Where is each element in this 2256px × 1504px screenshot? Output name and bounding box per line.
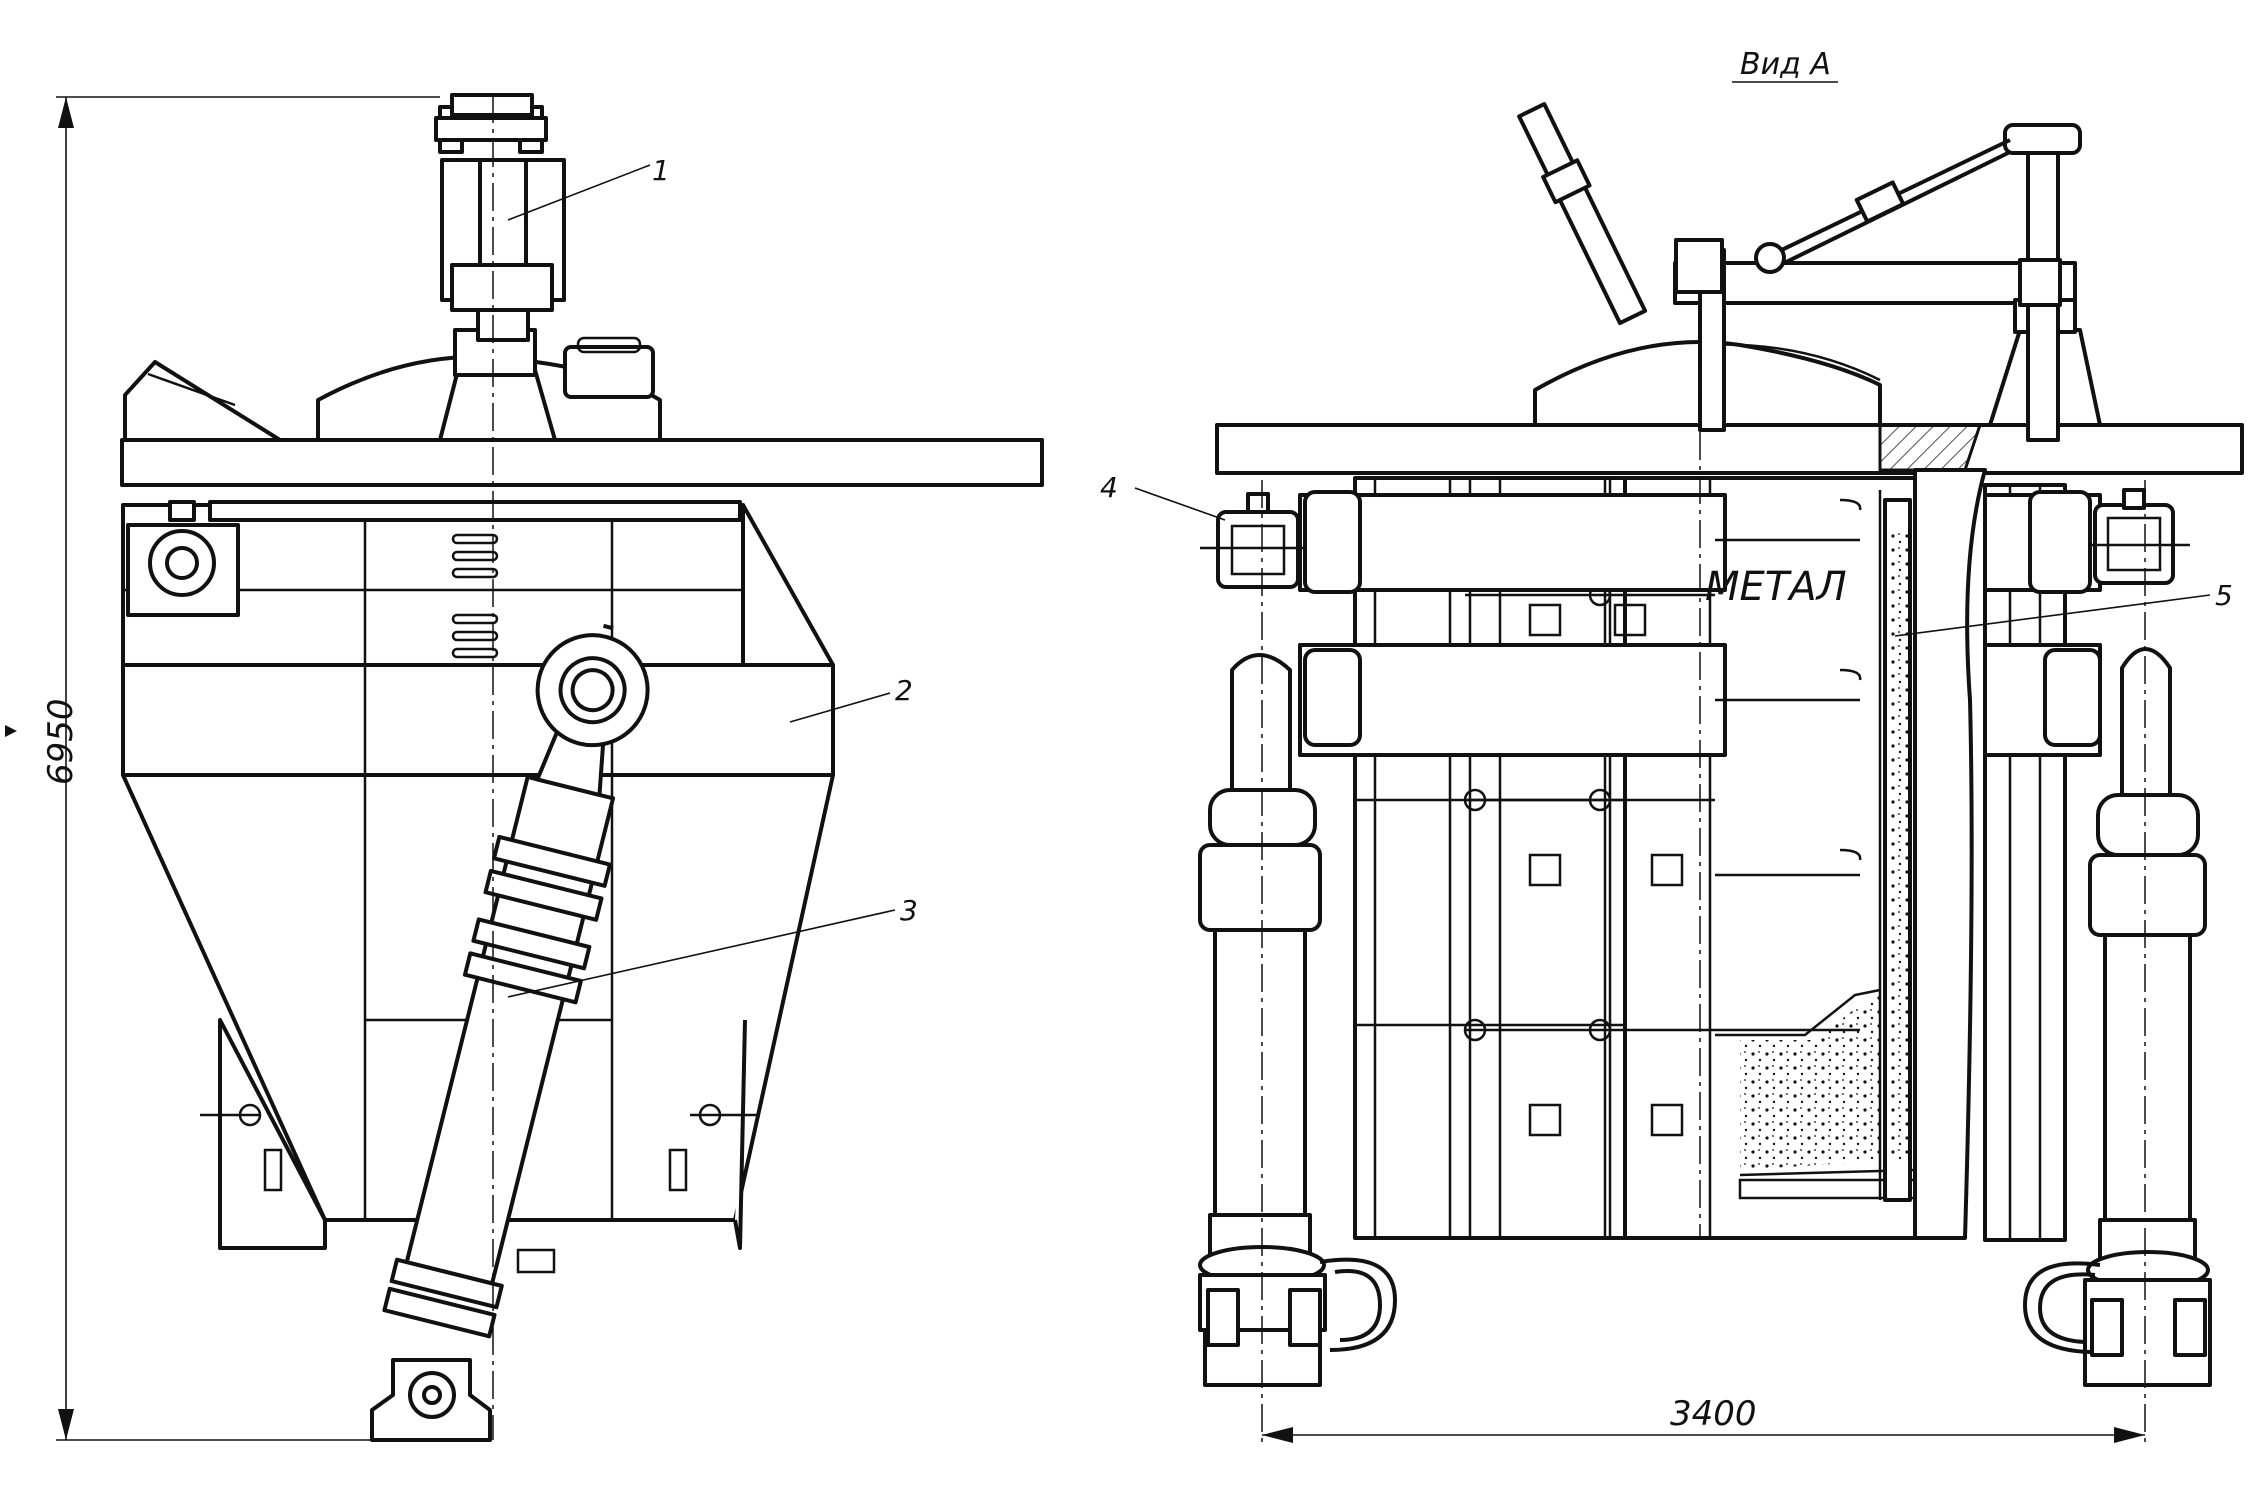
left-top-pin-assembly: [434, 93, 566, 442]
left-bottom-pivot: [370, 1248, 556, 1442]
left-bearing-block: [126, 500, 240, 617]
right-platform: [1215, 423, 2244, 475]
callout-5: 5: [2215, 579, 2233, 612]
width-dimension: 3400: [1262, 1394, 2145, 1443]
view-title: Вид А: [1740, 47, 1831, 82]
callout-4: 4: [1100, 471, 1118, 504]
right-view: Вид А: [1198, 47, 2244, 1445]
metal-label: МЕТАЛ: [1705, 564, 1847, 610]
right-callouts: 4 5: [1100, 471, 2233, 637]
right-right-column: [2023, 488, 2212, 1387]
right-left-column: [1198, 490, 1397, 1387]
left-tilt-cylinder: [382, 623, 650, 1339]
callout-3: 3: [900, 894, 918, 927]
left-callouts: 1 2 3: [507, 154, 918, 998]
left-view: [5, 93, 1044, 1442]
left-chute: [123, 360, 282, 442]
callout-2: 2: [895, 674, 913, 707]
right-lever-mechanism: [1517, 102, 2102, 442]
callout-1: 1: [652, 154, 670, 187]
height-dimension-label: 6950: [41, 698, 81, 785]
width-dimension-label: 3400: [1670, 1394, 1757, 1434]
right-central-body: [1298, 468, 2102, 1242]
left-platform: [120, 438, 1044, 487]
height-dimension: [5, 96, 440, 1441]
